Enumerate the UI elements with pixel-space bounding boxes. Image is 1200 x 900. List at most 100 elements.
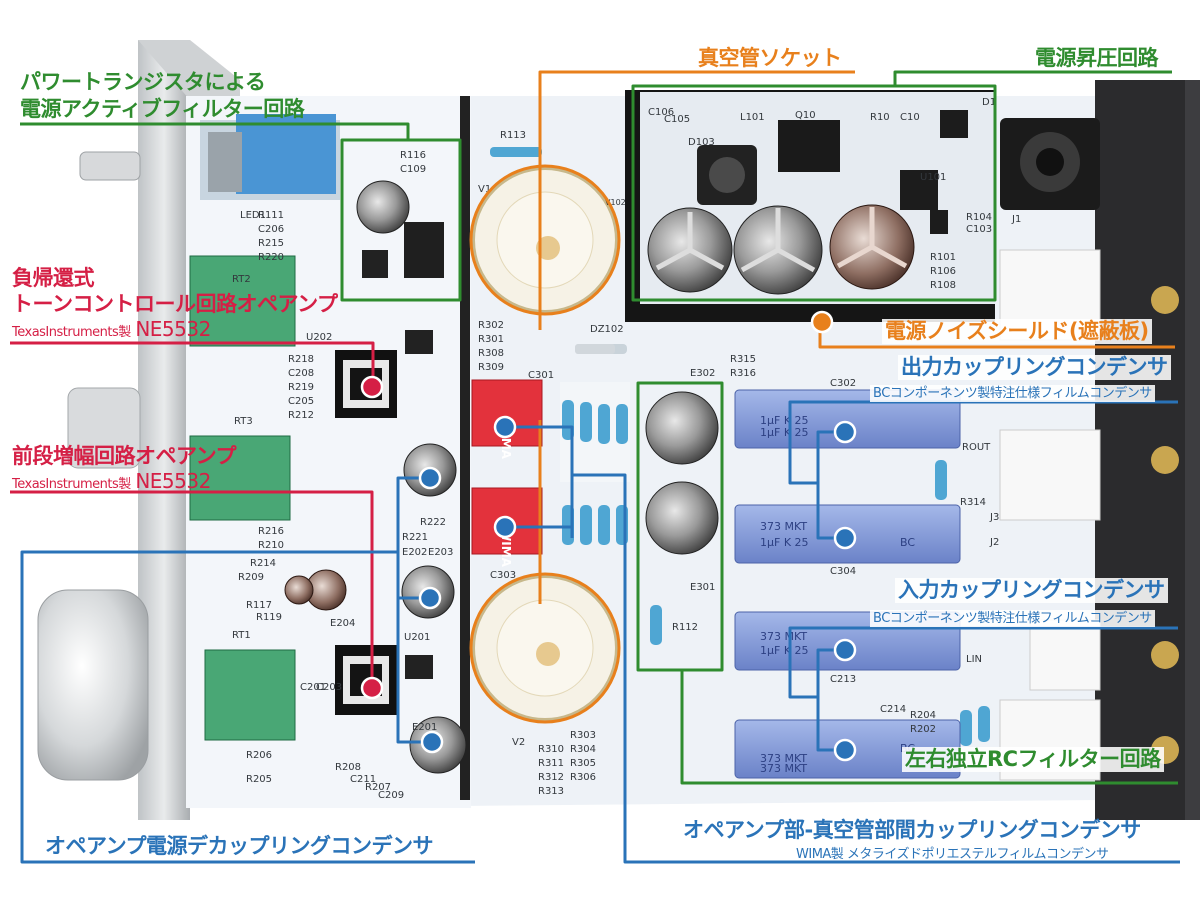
- interstage-dot-2: [493, 515, 517, 539]
- label-tone-opamp-maker: TexasInstruments製: [12, 325, 131, 340]
- silk-c208: C208: [288, 368, 314, 379]
- silk-r302: R302: [478, 320, 504, 331]
- silk-r206: R206: [246, 750, 272, 761]
- label-preamp-opamp-part: NE5532: [135, 469, 211, 493]
- silk-u101: U101: [920, 172, 946, 183]
- silk-r202: R202: [910, 724, 936, 735]
- silk-r308: R308: [478, 348, 504, 359]
- silk-r314: R314: [960, 497, 986, 508]
- label-output-caps-sub: BCコンポーネンツ製特注仕様フィルムコンデンサ: [870, 385, 1155, 402]
- silk-lin: LIN: [966, 654, 982, 665]
- silk-j3: J3: [989, 512, 999, 523]
- tube-socket-v2-ring: [469, 572, 621, 724]
- silk-r108: R108: [930, 280, 956, 291]
- tube-socket-v1-ring: [469, 164, 621, 316]
- silk-r10: R10: [870, 112, 890, 123]
- silk-r309: R309: [478, 362, 504, 373]
- label-boost-circuit: 電源昇圧回路: [1035, 46, 1159, 70]
- callout-line-tube-socket: [538, 70, 855, 604]
- silk-dz102: DZ102: [590, 324, 624, 335]
- label-input-caps-sub: BCコンポーネンツ製特注仕様フィルムコンデンサ: [870, 610, 1155, 627]
- power-transistor: [404, 222, 444, 278]
- tone-opamp-dot: [360, 375, 384, 399]
- silk-r119: R119: [256, 612, 282, 623]
- silk-r104: R104: [966, 212, 992, 223]
- potentiometer-rt2: [189, 255, 296, 347]
- silk-r304: R304: [570, 744, 596, 755]
- callout-line-rc-filter: [680, 670, 1178, 785]
- silk-e203: E203: [428, 547, 453, 558]
- label-tone-opamp-part: NE5532: [135, 317, 211, 341]
- silk-r214: R214: [250, 558, 276, 569]
- cap-print-5: 1µF K 25: [760, 644, 809, 657]
- silk-r221: R221: [402, 532, 428, 543]
- decoupling-dot-3: [420, 730, 444, 754]
- output-cap-dot-1: [833, 420, 857, 444]
- output-cap-dot-2: [833, 526, 857, 550]
- silk-r218: R218: [288, 354, 314, 365]
- silk-c214: C214: [880, 704, 906, 715]
- silk-rt2: RT2: [232, 274, 251, 285]
- cap-print-bc-1: BC: [900, 536, 915, 549]
- cap-print-2: 373 MKT: [760, 520, 807, 533]
- silk-e202: E202: [402, 547, 427, 558]
- label-transistor-filter-line1: パワートランジスタによる: [20, 70, 266, 94]
- silk-r315: R315: [730, 354, 756, 365]
- potentiometer-rt3: [189, 435, 291, 521]
- cap-print-1: 1µF K 25: [760, 414, 809, 427]
- silk-r316: R316: [730, 368, 756, 379]
- silk-r313: R313: [538, 786, 564, 797]
- silk-c304: C304: [830, 566, 856, 577]
- silk-led1: LED1: [240, 210, 266, 221]
- silk-rt1: RT1: [232, 630, 251, 641]
- silk-c302: C302: [830, 378, 856, 389]
- silk-l101: L101: [740, 112, 765, 123]
- label-decoupling: オペアンプ電源デカップリングコンデンサ: [45, 834, 434, 858]
- label-noise-shield: 電源ノイズシールド(遮蔽板): [882, 319, 1152, 344]
- label-interstage: オペアンプ部-真空管部間カップリングコンデンサ: [683, 818, 1141, 842]
- silk-e204: E204: [330, 618, 355, 629]
- callout-line-decoupling: [20, 476, 475, 864]
- cap-print-4: 373 MKT: [760, 630, 807, 643]
- toggle-switch: [236, 114, 336, 194]
- silk-r112: R112: [672, 622, 698, 633]
- silk-r207: R207: [365, 782, 391, 793]
- label-rc-filter: 左右独立RCフィルター回路: [902, 747, 1164, 772]
- silk-v2: V2: [512, 737, 525, 748]
- silk-e201: E201: [412, 722, 437, 733]
- label-interstage-sub: WIMA製 メタライズドポリエステルフィルムコンデンサ: [796, 847, 1109, 862]
- silk-c109: C109: [400, 164, 426, 175]
- silk-r306: R306: [570, 772, 596, 783]
- silk-j1: J1: [1011, 214, 1021, 225]
- silk-r111: R111: [258, 210, 284, 221]
- potentiometer-rt1: [204, 649, 296, 741]
- input-cap-dot-1: [833, 638, 857, 662]
- callout-line-preamp-opamp: [10, 490, 374, 683]
- label-tone-opamp-line2: トーンコントロール回路オペアンプ: [12, 292, 338, 316]
- label-transistor-filter-line2: 電源アクティブフィルター回路: [20, 97, 305, 121]
- silk-c303: C303: [490, 570, 516, 581]
- silk-r310: R310: [538, 744, 564, 755]
- silk-v1: V1: [478, 184, 491, 195]
- preamp-opamp-dot: [360, 676, 384, 700]
- silk-c213: C213: [830, 674, 856, 685]
- silk-r220: R220: [258, 252, 284, 263]
- silk-c206: C206: [258, 224, 284, 235]
- decoupling-dot-2: [418, 586, 442, 610]
- silk-r212: R212: [288, 410, 314, 421]
- callout-line-transistor-filter: [20, 122, 462, 302]
- label-preamp-opamp: 前段増幅回路オペアンプ: [12, 444, 237, 468]
- silk-c211: C211: [350, 774, 376, 785]
- silk-r117: R117: [246, 600, 272, 611]
- label-preamp-opamp-part-line: TexasInstruments製 NE5532: [12, 470, 211, 493]
- cap-print-3: 1µF K 25: [760, 536, 809, 549]
- label-preamp-opamp-maker: TexasInstruments製: [12, 477, 131, 492]
- silk-r210: R210: [258, 540, 284, 551]
- silk-r222: R222: [420, 517, 446, 528]
- silk-e301: E301: [690, 582, 715, 593]
- silk-c103: C103: [966, 224, 992, 235]
- label-input-caps: 入力カップリングコンデンサ: [895, 578, 1168, 603]
- callout-line-tone-opamp: [10, 341, 375, 383]
